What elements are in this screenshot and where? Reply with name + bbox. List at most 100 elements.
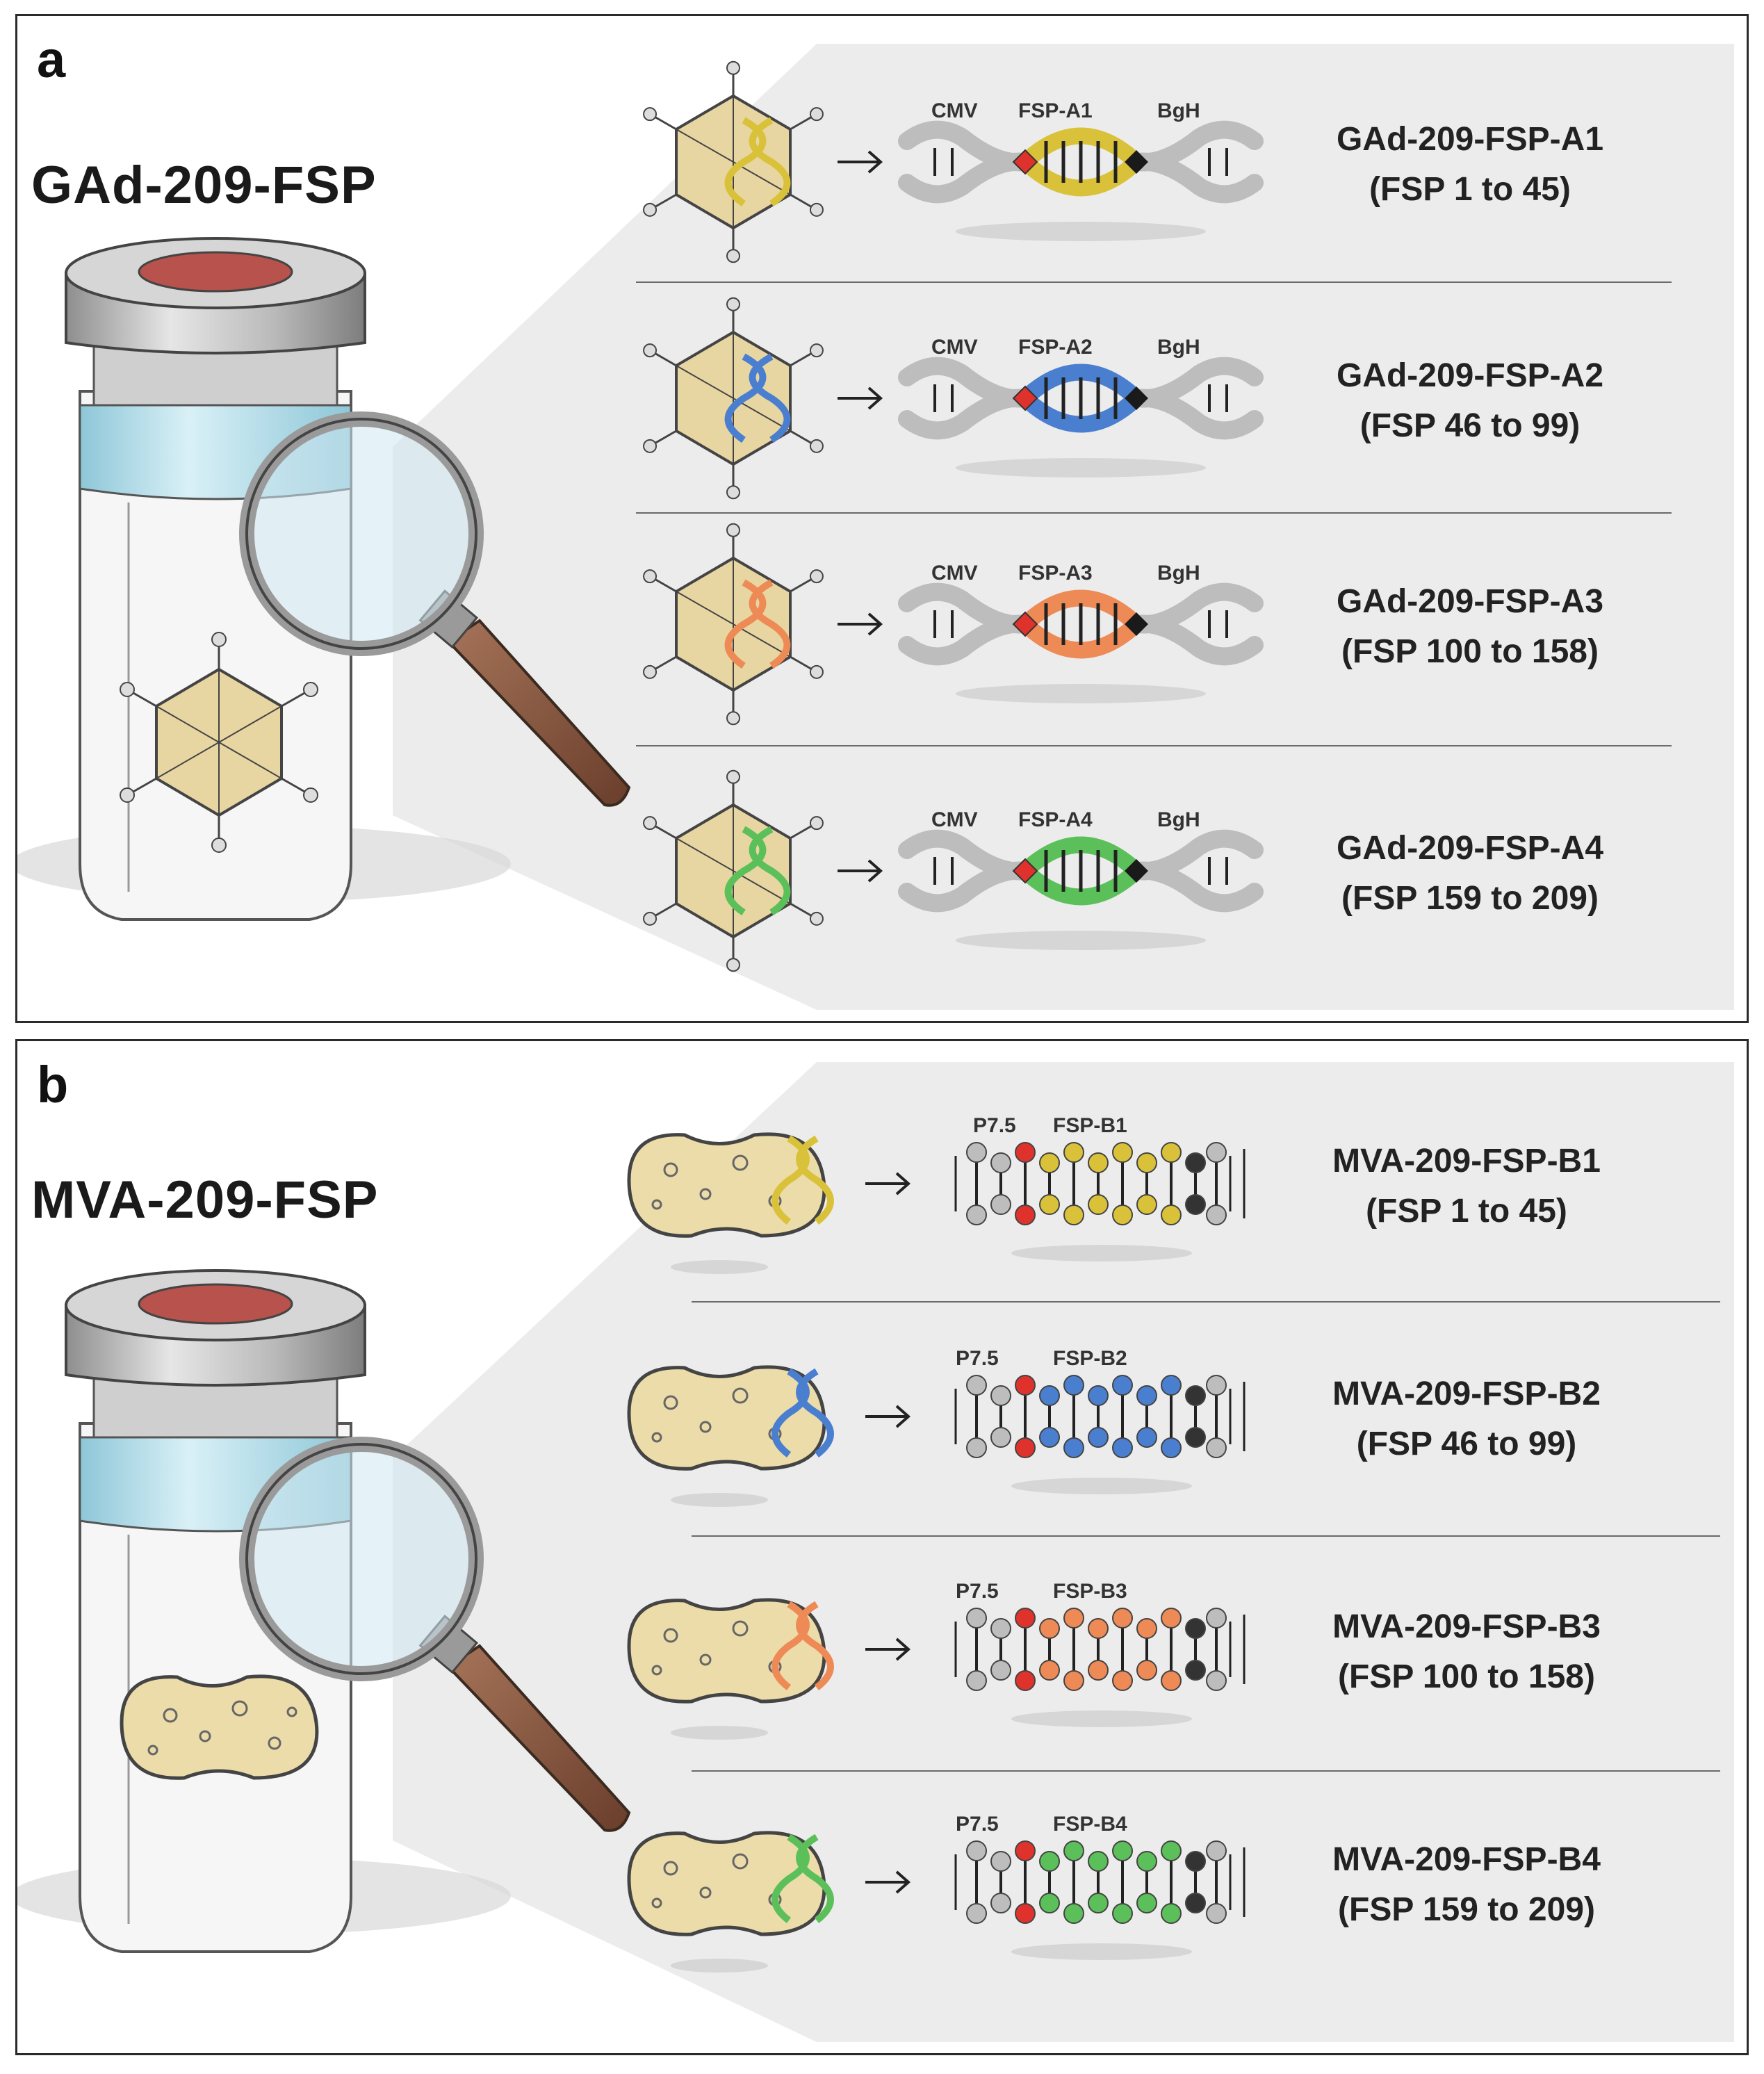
construct-row: CMV FSP-A1 BgH GAd-209-FSP-A1 (FSP 1 to 45)	[17, 44, 1747, 273]
mva-virus-icon	[627, 1598, 826, 1704]
insert-label: FSP-A3	[1018, 562, 1093, 585]
terminator-marker	[1125, 859, 1148, 883]
dna-construct	[954, 1375, 1246, 1494]
construct-name: MVA-209-FSP-B3	[1332, 1608, 1601, 1645]
insert-label: FSP-A2	[1018, 336, 1093, 359]
panel-letter: b	[37, 1056, 69, 1113]
construct-graphic	[643, 769, 1264, 972]
arrow-right-icon	[865, 1405, 911, 1428]
construct-name: GAd-209-FSP-A3	[1336, 583, 1604, 620]
construct-name: GAd-209-FSP-A1	[1336, 121, 1604, 158]
panel-letter: a	[37, 31, 66, 88]
mva-virus-icon	[120, 1674, 319, 1780]
vial-icon	[17, 237, 511, 921]
construct-name: MVA-209-FSP-B2	[1332, 1375, 1601, 1412]
construct-graphic	[627, 1831, 1246, 1973]
insert-label: FSP-B2	[1053, 1347, 1127, 1370]
adenovirus-icon	[643, 523, 824, 726]
dna-construct	[898, 357, 1264, 477]
insert-label: FSP-A4	[1018, 808, 1093, 831]
panel-b-illustration	[17, 1062, 1734, 2042]
magnifier-icon	[239, 1437, 631, 1832]
insert-label: FSP-B4	[1053, 1813, 1127, 1836]
construct-range: (FSP 1 to 45)	[1369, 171, 1571, 208]
terminator-label: BgH	[1157, 562, 1200, 585]
magnifier-icon	[239, 411, 631, 807]
construct-graphic	[627, 1132, 1246, 1274]
dna-helix-icon	[771, 1601, 834, 1690]
construct-range: (FSP 159 to 209)	[1341, 880, 1599, 917]
construct-range: (FSP 1 to 45)	[1366, 1193, 1567, 1230]
construct-range: (FSP 159 to 209)	[1338, 1891, 1595, 1928]
dna-construct	[898, 120, 1264, 241]
dna-helix-icon	[724, 579, 791, 669]
dna-construct	[954, 1840, 1246, 1960]
arrow-right-icon	[838, 612, 883, 636]
promoter-label: P7.5	[956, 1813, 999, 1836]
zoom-band	[393, 44, 1734, 1010]
terminator-label: BgH	[1157, 336, 1200, 359]
dna-construct	[954, 1142, 1246, 1261]
arrow-right-icon	[865, 1638, 911, 1661]
construct-row: CMV FSP-A2 BgH GAd-209-FSP-A2 (FSP 46 to 99)	[17, 280, 1747, 509]
mva-virus-icon	[627, 1365, 826, 1471]
terminator-marker	[1125, 150, 1148, 174]
vaccine-title: MVA-209-FSP	[31, 1170, 379, 1230]
insert-label: FSP-A1	[1018, 99, 1093, 122]
terminator-marker	[1125, 612, 1148, 636]
arrow-right-icon	[838, 386, 883, 410]
vaccine-title: GAd-209-FSP	[31, 156, 377, 215]
construct-graphic	[643, 297, 1264, 500]
promoter-label: CMV	[931, 99, 978, 122]
construct-name: GAd-209-FSP-A2	[1336, 357, 1604, 394]
terminator-label: BgH	[1157, 808, 1200, 831]
terminator-label: BgH	[1157, 99, 1200, 122]
dna-helix-icon	[771, 1135, 834, 1225]
promoter-label: P7.5	[956, 1347, 999, 1370]
zoom-band	[393, 1062, 1734, 2042]
construct-name: MVA-209-FSP-B1	[1332, 1143, 1601, 1179]
promoter-marker	[1012, 611, 1038, 637]
dna-helix-icon	[771, 1834, 834, 1923]
promoter-label: P7.5	[956, 1580, 999, 1603]
promoter-marker	[1012, 149, 1038, 175]
construct-range: (FSP 100 to 158)	[1341, 633, 1599, 670]
construct-range: (FSP 46 to 99)	[1359, 407, 1581, 444]
promoter-label: CMV	[931, 562, 978, 585]
construct-row: CMV FSP-A3 BgH GAd-209-FSP-A3 (FSP 100 to 15…	[17, 506, 1747, 735]
construct-range: (FSP 46 to 99)	[1356, 1426, 1577, 1462]
insert-label: FSP-B1	[1053, 1114, 1127, 1137]
panel-a-illustration	[17, 44, 1734, 1010]
dna-construct	[954, 1608, 1246, 1727]
dna-helix-icon	[724, 353, 791, 443]
dna-construct	[898, 582, 1264, 703]
promoter-label: CMV	[931, 336, 978, 359]
construct-graphic	[643, 60, 1264, 263]
arrow-right-icon	[865, 1870, 911, 1894]
dna-helix-icon	[724, 826, 791, 916]
promoter-label: CMV	[931, 808, 978, 831]
dna-construct	[898, 829, 1264, 950]
mva-virus-icon	[627, 1132, 826, 1238]
terminator-marker	[1125, 386, 1148, 410]
construct-graphic	[627, 1365, 1246, 1507]
arrow-right-icon	[838, 150, 883, 174]
adenovirus-icon	[643, 769, 824, 972]
arrow-right-icon	[865, 1172, 911, 1195]
adenovirus-icon	[643, 60, 824, 263]
construct-name: MVA-209-FSP-B4	[1332, 1841, 1601, 1878]
mva-virus-icon	[627, 1831, 826, 1936]
promoter-label: P7.5	[973, 1114, 1016, 1137]
construct-graphic	[627, 1598, 1246, 1740]
construct-range: (FSP 100 to 158)	[1338, 1658, 1595, 1695]
promoter-marker	[1012, 385, 1038, 411]
adenovirus-icon	[120, 632, 318, 853]
arrow-right-icon	[838, 859, 883, 883]
